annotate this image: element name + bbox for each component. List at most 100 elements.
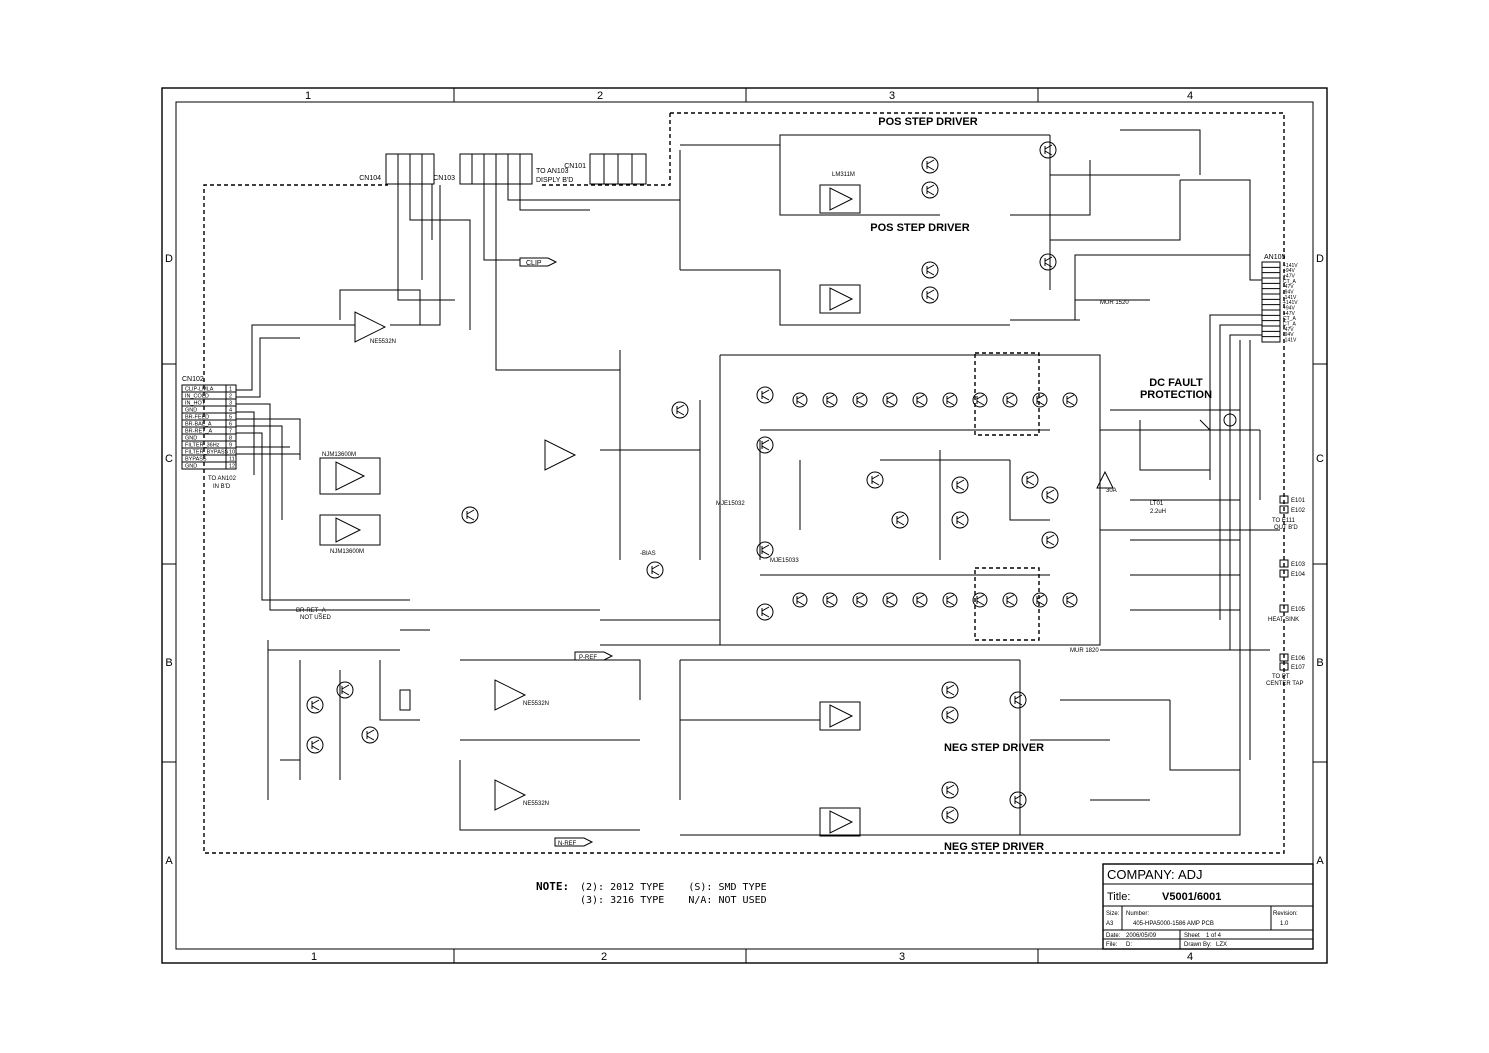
- cn102-pin-label: FILTER_36Hz: [185, 443, 220, 449]
- transistor-symbol: [1002, 592, 1018, 608]
- transistor-symbol: [941, 781, 959, 799]
- svg-text:CN104: CN104: [359, 175, 381, 182]
- svg-text:IN B'D: IN B'D: [213, 484, 231, 490]
- section-title: DC FAULT: [1149, 377, 1203, 389]
- transistor-symbol: [912, 592, 928, 608]
- transistor-symbol: [1062, 592, 1078, 608]
- transistor-symbol: [921, 261, 939, 279]
- ne5532-opamp-1: NE5532N: [494, 679, 549, 711]
- transistor-symbol: [646, 561, 664, 579]
- svg-text:CN103: CN103: [433, 175, 455, 182]
- note-line-1: (2): 2012 TYPE (S): SMD TYPE: [580, 882, 767, 893]
- number-label: Number:: [1126, 911, 1149, 917]
- svg-text:E103: E103: [1291, 562, 1306, 568]
- note-line-2: (3): 3216 TYPE N/A: NOT USED: [580, 895, 767, 906]
- transistor-symbol: [866, 471, 884, 489]
- cn102-pin-number: 8: [229, 436, 232, 442]
- cn102-pin-label: GND: [185, 436, 197, 442]
- svg-text:E107: E107: [1291, 665, 1306, 671]
- transistor-symbol: [951, 476, 969, 494]
- svg-text:E105: E105: [1291, 607, 1306, 613]
- svg-text:LM311M: LM311M: [832, 172, 855, 178]
- transistor-symbol: [852, 392, 868, 408]
- cn102-pin-label: IN_HOT: [185, 401, 206, 407]
- cn102-pin-number: 9: [229, 443, 232, 449]
- lm311-comparator-neg1: [819, 701, 861, 731]
- cn102-pin-label: BR-BAL_A: [185, 422, 212, 428]
- transistor-symbol: [756, 436, 774, 454]
- an105-pin-label: -94V: [1283, 332, 1294, 338]
- cn102-pin-number: 2: [229, 394, 232, 400]
- protection-circuit: [267, 629, 430, 800]
- clip-flag: CLIP: [519, 257, 558, 267]
- title-label: Title:: [1107, 891, 1130, 903]
- ne5532-opamp-2: NE5532N: [494, 779, 549, 811]
- an105-pin-label: +141V: [1283, 263, 1298, 269]
- row-label-right: D: [1316, 253, 1324, 265]
- cn102-pin-number: 1: [229, 387, 232, 393]
- cn102-pin-number: 11: [229, 457, 235, 463]
- svg-text:AN105: AN105: [1264, 254, 1286, 261]
- cn102-pin-number: 7: [229, 429, 232, 435]
- an105-pin-label: -47V: [1283, 327, 1294, 333]
- an105-pin-label: CT_A: [1283, 322, 1296, 328]
- col-label-bottom: 2: [601, 951, 607, 963]
- transistor-symbol: [882, 592, 898, 608]
- p-ref-flag: P-REF: [574, 651, 614, 661]
- transistor-symbol: [1062, 392, 1078, 408]
- cn102-pin-number: 6: [229, 422, 232, 428]
- date-label: Date:: [1106, 933, 1121, 939]
- br-ret-label: BR-RET_A: [296, 608, 326, 614]
- svg-text:CLIP: CLIP: [526, 260, 542, 267]
- lm311-comparator-pos2: [819, 284, 861, 314]
- revision-value: 1.0: [1280, 921, 1289, 927]
- dc-fault-circuit: [1096, 409, 1241, 611]
- svg-text:CENTER TAP: CENTER TAP: [1266, 681, 1303, 687]
- col-label-bottom: 1: [311, 951, 317, 963]
- not-used-label: NOT USED: [300, 615, 332, 621]
- section-title: NEG STEP DRIVER: [944, 742, 1044, 754]
- outer-frame: [161, 87, 1328, 964]
- input-wiring: [236, 184, 680, 611]
- col-label-top: 4: [1187, 90, 1193, 102]
- cn102-pin-number: 4: [229, 408, 232, 414]
- an105-pin-label: +141V: [1283, 300, 1298, 306]
- step-driver-wiring: [679, 129, 1262, 836]
- number-value: 405-HPA5000-1586 AMP PCB: [1133, 921, 1214, 927]
- cn102-pin-number: 12: [229, 464, 235, 470]
- file-value: D:: [1126, 942, 1132, 948]
- transistor-symbol: [1021, 471, 1039, 489]
- svg-text:N-REF: N-REF: [558, 841, 577, 847]
- svg-text:E102: E102: [1291, 508, 1306, 514]
- inner-frame: [175, 101, 1314, 950]
- transistor-symbol: [1041, 531, 1059, 549]
- company-label: COMPANY:: [1107, 867, 1175, 882]
- error-amp-opamp: [544, 439, 577, 471]
- transistor-symbol: [882, 392, 898, 408]
- an105-pin-label: CT_A: [1283, 316, 1296, 322]
- fan-group-box-bottom: [974, 567, 1040, 641]
- svg-text:NE5532N: NE5532N: [523, 701, 549, 707]
- transistor-symbol: [1032, 592, 1048, 608]
- svg-text:NE5532N: NE5532N: [370, 339, 396, 345]
- connector-cn101: CN101: [564, 153, 647, 185]
- date-value: 2006/05/09: [1126, 933, 1157, 939]
- cn102-pin-number: 5: [229, 415, 232, 421]
- row-label-left: A: [165, 855, 173, 867]
- cn102-pin-label: BR-FEED: [185, 415, 209, 421]
- connector-cn104: CN104: [359, 153, 435, 185]
- row-label-right: A: [1316, 855, 1324, 867]
- svg-text:OUT B'D: OUT B'D: [1274, 525, 1298, 531]
- cn102-pin-label: FILTER_BYPASS: [185, 450, 229, 456]
- an105-pin-label: -47V: [1283, 284, 1294, 290]
- svg-text:E104: E104: [1291, 572, 1306, 578]
- transistor-symbol: [1009, 791, 1027, 809]
- transistor-symbol: [461, 506, 479, 524]
- connector-an105: AN105 +141V+94V+47VCT_A-47V-94V-141V+141…: [1261, 254, 1298, 344]
- fuse-label: 30A: [1106, 488, 1117, 494]
- bias-label: -BIAS: [640, 551, 656, 557]
- col-label-bottom: 3: [899, 951, 905, 963]
- transistor-symbol: [1009, 691, 1027, 709]
- transistor-symbol: [1041, 486, 1059, 504]
